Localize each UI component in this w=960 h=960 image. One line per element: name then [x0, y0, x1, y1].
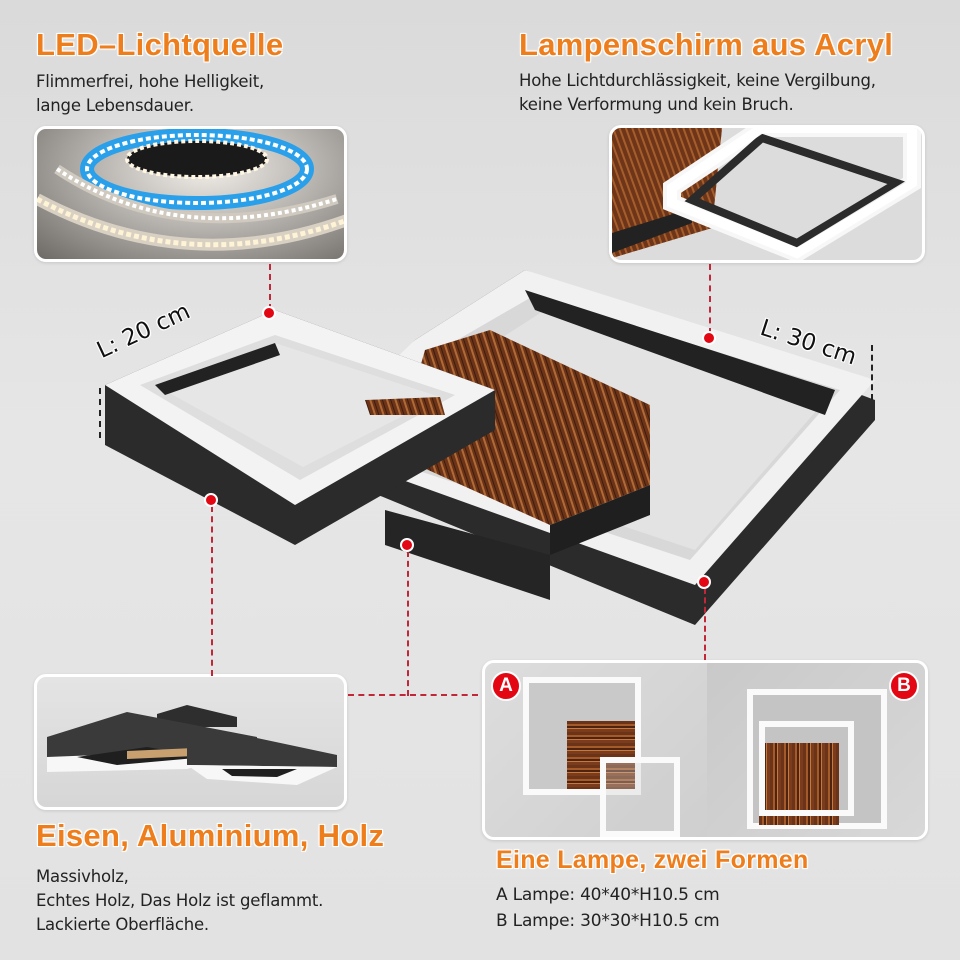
material-description-line: Echtes Holz, Das Holz ist geflammt. — [36, 891, 324, 910]
acryl-shade-illustration — [612, 128, 921, 260]
callout-line-led — [269, 264, 271, 310]
led-description: Flimmerfrei, hohe Helligkeit, lange Lebe… — [36, 70, 264, 118]
acryl-title: Lampenschirm aus Acryl — [519, 27, 894, 62]
led-title: LED–Lichtquelle — [36, 27, 284, 62]
forms-title: Eine Lampe, zwei Formen — [496, 846, 809, 874]
led-description-line: Flimmerfrei, hohe Helligkeit, — [36, 72, 265, 91]
led-strip-illustration — [37, 129, 344, 251]
acryl-description: Hohe Lichtdurchlässigkeit, keine Vergilb… — [519, 69, 876, 117]
led-description-line: lange Lebensdauer. — [36, 96, 194, 115]
form-a-dimensions: A Lampe: 40*40*H10.5 cm — [496, 885, 720, 905]
material-description-line: Massivholz, — [36, 867, 129, 886]
material-title: Eisen, Aluminium, Holz — [36, 818, 385, 853]
callout-dot-forms — [697, 575, 711, 589]
form-a-small-frame — [600, 757, 680, 837]
material-description: Massivholz, Echtes Holz, Das Holz ist ge… — [36, 865, 323, 937]
acryl-description-line: keine Verformung und kein Bruch. — [519, 95, 794, 114]
lamp-main-drawing — [105, 270, 875, 625]
callout-line-frame — [211, 506, 213, 676]
callout-line-forms — [704, 588, 706, 660]
callout-dot-led — [262, 306, 276, 320]
callout-line-base — [407, 551, 409, 696]
material-description-line: Lackierte Oberfläche. — [36, 915, 209, 934]
dimension-small-tick — [99, 388, 101, 438]
callout-dot-frame — [204, 493, 218, 507]
forms-image: A B — [482, 660, 928, 840]
form-a-badge: A — [491, 671, 521, 701]
form-b-dimensions: B Lampe: 30*30*H10.5 cm — [496, 911, 720, 931]
form-a-panel: A — [485, 663, 707, 837]
lamp-illustration — [95, 255, 895, 655]
material-image — [34, 674, 347, 810]
form-b-badge: B — [889, 671, 919, 701]
forms-description: A Lampe: 40*40*H10.5 cm B Lampe: 30*30*H… — [496, 882, 720, 934]
acryl-description-line: Hohe Lichtdurchlässigkeit, keine Vergilb… — [519, 71, 876, 90]
led-strip-image — [34, 126, 347, 262]
form-b-small-frame — [759, 721, 854, 816]
dimension-large-tick — [871, 345, 873, 400]
callout-dot-acryl — [702, 331, 716, 345]
form-b-panel: B — [707, 663, 925, 837]
callout-dot-base — [400, 538, 414, 552]
lamp-side-view-illustration — [47, 705, 337, 785]
callout-line-material-horizontal — [348, 694, 478, 696]
acryl-shade-image — [609, 125, 925, 263]
callout-line-acryl — [709, 264, 711, 334]
